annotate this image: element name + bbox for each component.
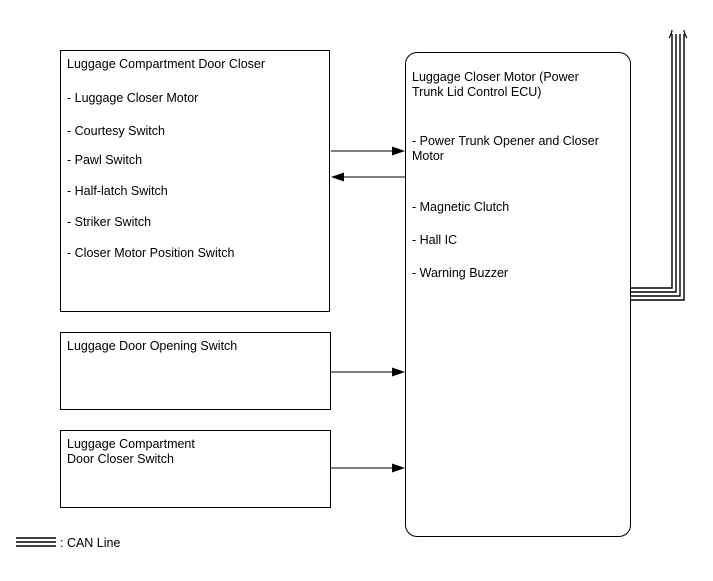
door-closer-title: Luggage Compartment Door Closer bbox=[67, 57, 266, 71]
ecu-title: Luggage Closer Motor (Power Trunk Lid Co… bbox=[412, 70, 579, 99]
can-line-legend-symbol bbox=[16, 537, 56, 547]
opening-switch-box: Luggage Door Opening Switch bbox=[60, 332, 331, 410]
arrow-to-door-closer bbox=[331, 172, 405, 182]
door-closer-box: Luggage Compartment Door Closer - Luggag… bbox=[60, 50, 330, 312]
closer-switch-box: Luggage Compartment Door Closer Switch bbox=[60, 430, 331, 508]
door-closer-item: - Half-latch Switch bbox=[67, 184, 168, 198]
ecu-item: - Power Trunk Opener and Closer Motor bbox=[412, 134, 599, 163]
can-line-bundle bbox=[631, 29, 688, 301]
ecu-item: - Hall IC bbox=[412, 233, 458, 247]
door-closer-item: - Luggage Closer Motor bbox=[67, 91, 199, 105]
arrow-to-ecu bbox=[331, 146, 405, 156]
door-closer-item: - Striker Switch bbox=[67, 215, 152, 229]
can-line-legend-label: : CAN Line bbox=[60, 536, 121, 550]
arrow-closer-switch-to-ecu bbox=[331, 463, 405, 473]
ecu-item: - Magnetic Clutch bbox=[412, 200, 510, 214]
arrow-opening-switch-to-ecu bbox=[331, 367, 405, 377]
ecu-box: Luggage Closer Motor (Power Trunk Lid Co… bbox=[405, 52, 631, 537]
door-closer-item: - Closer Motor Position Switch bbox=[67, 246, 235, 260]
door-closer-item: - Courtesy Switch bbox=[67, 124, 165, 138]
door-closer-item: - Pawl Switch bbox=[67, 153, 143, 167]
opening-switch-title: Luggage Door Opening Switch bbox=[67, 339, 238, 353]
ecu-item: - Warning Buzzer bbox=[412, 266, 509, 280]
closer-switch-title: Luggage Compartment Door Closer Switch bbox=[67, 437, 195, 466]
